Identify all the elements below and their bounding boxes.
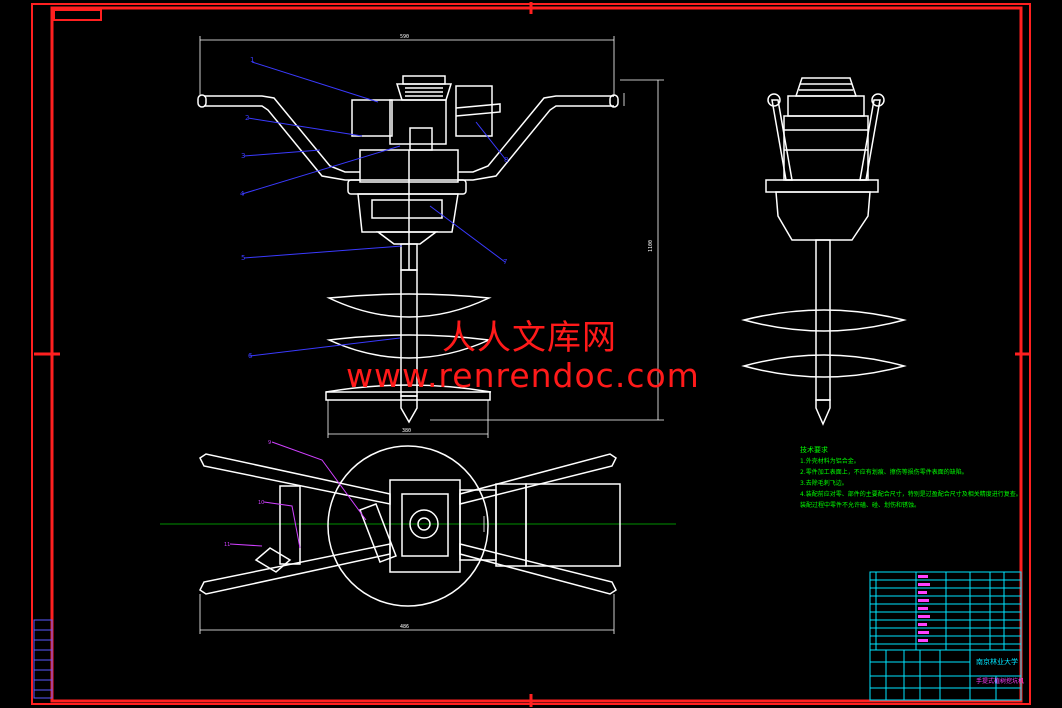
dim-height-label: 1100 bbox=[648, 240, 654, 252]
watermark-url: www.renrendoc.com bbox=[346, 356, 700, 395]
notes-line-4: 4.装配前应对零、部件的主要配合尺寸，特别是过盈配合尺寸及相关精度进行复查。 bbox=[800, 490, 1022, 498]
dim-plan-width-label: 486 bbox=[400, 624, 409, 630]
callout-labels: 1 2 3 4 5 6 7 8 bbox=[240, 56, 508, 360]
dim-top-width bbox=[199, 36, 615, 96]
plan-callout-11: 11 bbox=[224, 542, 230, 548]
callout-4: 4 bbox=[240, 190, 245, 198]
callout-1: 1 bbox=[250, 56, 254, 64]
plan-callout-9: 9 bbox=[268, 440, 271, 446]
drawing-name: 手提式植树挖坑机 bbox=[976, 677, 1024, 685]
drawing-frame bbox=[31, 2, 1031, 707]
plan-callout-10: 10 bbox=[258, 500, 264, 506]
plan-callout-labels: 9 10 11 bbox=[224, 440, 271, 548]
school-name: 南京林业大学 bbox=[976, 657, 1018, 666]
watermark-cn: 人人文库网 bbox=[442, 318, 617, 358]
side-view bbox=[741, 77, 907, 426]
title-block-text: 南京林业大学 手提式植树挖坑机 bbox=[976, 657, 1024, 685]
callout-8: 8 bbox=[504, 156, 508, 164]
dim-height bbox=[430, 79, 664, 421]
dim-top-width-label: 590 bbox=[400, 34, 409, 40]
front-view: 590 bbox=[197, 34, 664, 438]
title-block bbox=[869, 571, 1022, 701]
title-block-part-marks bbox=[918, 575, 930, 642]
callout-2: 2 bbox=[245, 114, 249, 122]
plan-view bbox=[160, 445, 676, 634]
callout-6: 6 bbox=[248, 352, 253, 360]
notes-line-5: 装配过程中零件不允许磕、碰、划伤和锈蚀。 bbox=[800, 501, 920, 509]
binding-strip bbox=[33, 619, 53, 699]
notes-line-1: 1.外壳材料为铝合金。 bbox=[800, 457, 860, 465]
callout-7: 7 bbox=[503, 258, 507, 266]
notes-line-2: 2.零件加工表面上，不应有划痕、擦伤等损伤零件表面的缺陷。 bbox=[800, 468, 968, 476]
notes-title: 技术要求 bbox=[800, 445, 828, 454]
callout-5: 5 bbox=[241, 254, 245, 262]
plan-leaders bbox=[229, 441, 367, 549]
technical-notes: 技术要求 1.外壳材料为铝合金。 2.零件加工表面上，不应有划痕、擦伤等损伤零件… bbox=[800, 445, 1022, 509]
callout-leaders bbox=[241, 61, 507, 357]
notes-line-3: 3.去除毛刺飞边。 bbox=[800, 479, 848, 487]
dim-bottom-width-label: 380 bbox=[402, 428, 411, 434]
dim-bottom-width bbox=[327, 400, 489, 438]
callout-3: 3 bbox=[241, 152, 245, 160]
